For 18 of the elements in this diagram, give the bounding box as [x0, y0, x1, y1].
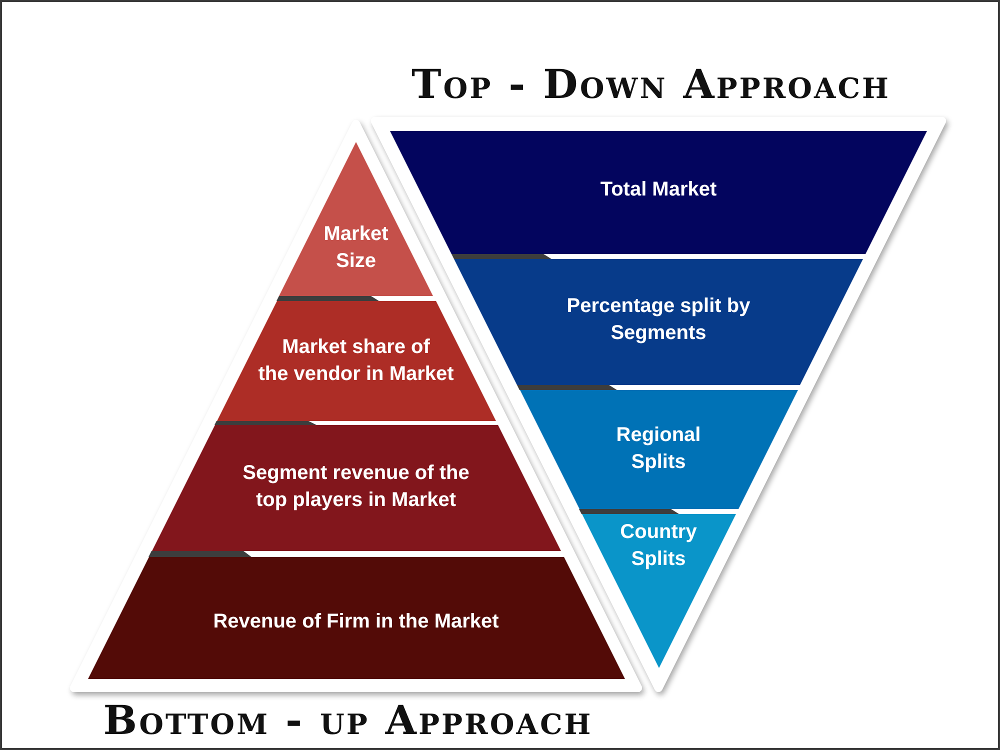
tier-label: Country Splits [620, 520, 697, 572]
tier-label: Percentage split by Segments [566, 294, 750, 346]
tier-label: Market share of the vendor in Market [258, 335, 454, 387]
pyramid-tier [88, 557, 624, 679]
section-heading: Bottom - up Approach [103, 698, 593, 744]
pyramid-tier [216, 301, 496, 421]
inverted-pyramid-tier [390, 131, 927, 254]
inverted-pyramid-tier [582, 514, 736, 668]
tier-label: Regional Splits [616, 423, 701, 475]
tier-label: Market Size [324, 222, 388, 274]
inverted-pyramid-tier [454, 259, 863, 385]
inverted-pyramid-tier [520, 390, 798, 509]
tier-label: Revenue of Firm in the Market [213, 610, 499, 634]
section-heading: Top - Down Approach [412, 62, 890, 108]
tier-label: Segment revenue of the top players in Market [242, 461, 470, 513]
tier-label: Total Market [600, 178, 717, 202]
pyramid-tier [279, 142, 433, 296]
pyramid-tier [152, 425, 560, 551]
